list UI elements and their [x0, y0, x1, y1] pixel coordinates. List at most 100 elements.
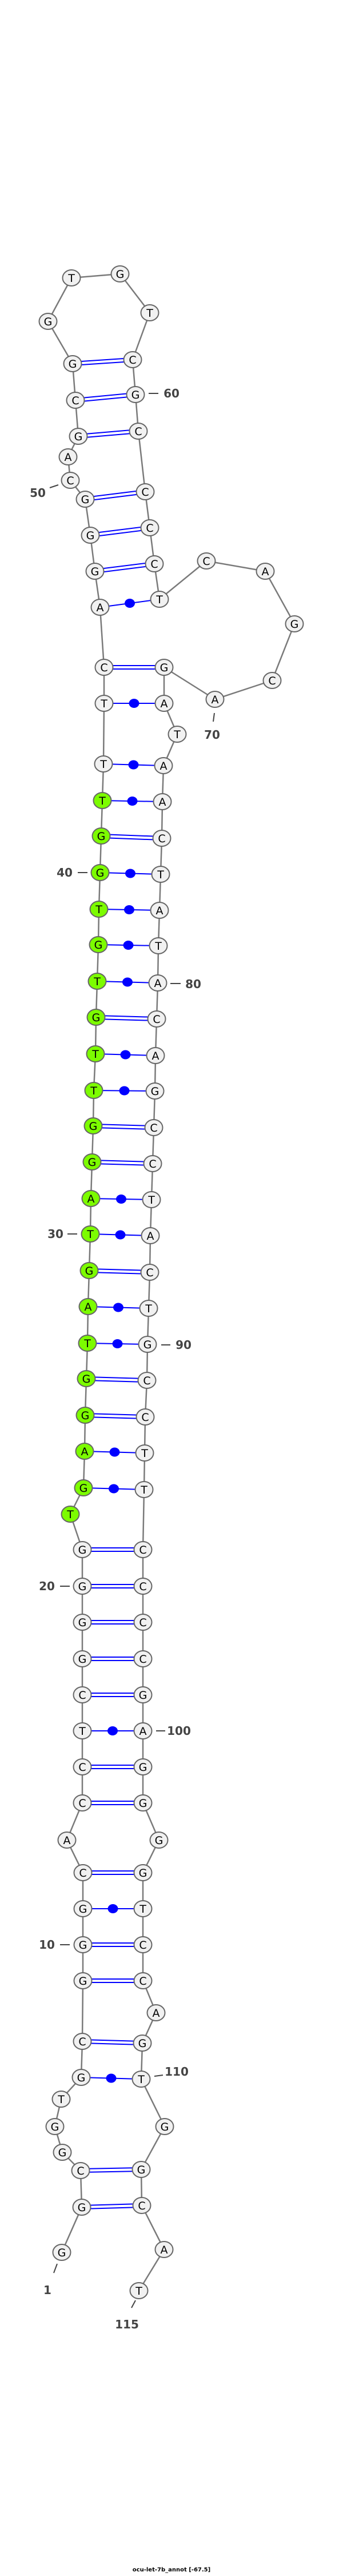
nucleotide-base-letter: C: [139, 1617, 146, 1629]
pair-bond-line: [82, 2042, 142, 2045]
nucleotide-29: G: [79, 1262, 99, 1279]
nucleotide-9: G: [73, 1972, 93, 1989]
nucleotide-circle: [145, 1082, 165, 1100]
canonical-gc-pair: [82, 1765, 143, 1769]
nucleotide-circle: [133, 1614, 153, 1631]
position-number: 1: [43, 2283, 51, 2297]
nucleotide-circle: [73, 1614, 92, 1631]
nucleotide-17: C: [73, 1686, 92, 1703]
nucleotide-base-letter: G: [290, 618, 299, 631]
nucleotide-base-letter: G: [160, 662, 169, 674]
nucleotide-15: C: [73, 1758, 92, 1775]
nucleotide-86: T: [142, 1191, 161, 1208]
position-number: 100: [167, 1724, 191, 1738]
non-gc-pair: [87, 1339, 148, 1348]
canonical-gc-pair: [95, 1015, 157, 1021]
nucleotide-base-letter: G: [161, 2121, 169, 2133]
nucleotide-base-letter: C: [78, 2036, 86, 2048]
nucleotide-91: C: [137, 1372, 157, 1389]
canonical-gc-pair: [85, 1413, 146, 1419]
nucleotide-base-letter: A: [161, 698, 168, 710]
nucleotide-circle: [45, 2118, 65, 2135]
nucleotide-circle: [155, 2118, 174, 2135]
nucleotide-44: T: [94, 695, 114, 712]
nucleotide-31: A: [81, 1190, 101, 1207]
nucleotide-circle: [74, 1479, 93, 1496]
nucleotide-base-letter: A: [81, 1446, 89, 1458]
nucleotide-base-letter: C: [146, 522, 153, 535]
nucleotide-67: A: [256, 563, 275, 580]
nucleotide-circle: [52, 2244, 71, 2261]
nucleotide-base-letter: A: [85, 1301, 92, 1313]
nucleotide-circle: [146, 1047, 165, 1064]
pair-bond-line: [101, 834, 162, 838]
nucleotide-100: A: [133, 1722, 153, 1739]
canonical-gc-pair: [101, 834, 162, 841]
nucleotide-base-letter: A: [160, 760, 167, 773]
nucleotide-base-letter: G: [79, 1975, 87, 1988]
nucleotide-circle: [133, 1794, 153, 1811]
non-gc-pair: [103, 760, 164, 770]
position-label-90: 90: [161, 1338, 192, 1352]
nucleotide-circle: [61, 1506, 80, 1523]
nucleotide-97: C: [133, 1614, 153, 1631]
nucleotide-circle: [140, 304, 159, 321]
nucleotide-circle: [131, 2161, 151, 2178]
nucleotide-16: T: [73, 1722, 92, 1739]
backbone-link: [140, 2079, 166, 2127]
position-number: 50: [30, 486, 46, 500]
pair-dot-marker: [109, 1484, 119, 1494]
non-gc-pair: [82, 1726, 143, 1735]
nucleotide-base-letter: A: [97, 602, 104, 614]
nucleotide-circle: [133, 2034, 152, 2052]
nucleotide-106: C: [133, 1936, 153, 1953]
nucleotide-base-letter: G: [81, 493, 90, 506]
nucleotide-4: G: [53, 2144, 72, 2161]
nucleotide-circle: [73, 1936, 93, 1953]
nucleotide-93: T: [135, 1444, 154, 1462]
nucleotide-base-letter: G: [94, 939, 103, 951]
pair-bond-line: [91, 1162, 153, 1166]
position-number: 115: [115, 2318, 139, 2331]
nucleotide-base-letter: C: [129, 354, 136, 367]
nucleotide-78: A: [150, 902, 169, 919]
pair-bond-line: [72, 357, 133, 363]
backbone-link: [163, 666, 216, 700]
pair-bond-line: [85, 1416, 145, 1419]
non-gc-pair: [84, 1447, 145, 1457]
nucleotide-30: T: [81, 1225, 100, 1243]
position-number: 20: [39, 1579, 55, 1593]
nucleotide-base-letter: A: [63, 1834, 71, 1847]
non-gc-pair: [102, 797, 163, 806]
nucleotide-circle: [62, 269, 81, 286]
nucleotide-42: T: [93, 792, 112, 809]
pair-bond-line: [78, 429, 138, 436]
backbone-link: [214, 679, 273, 700]
nucleotide-circle: [81, 1190, 101, 1207]
canonical-gc-pair: [83, 1870, 143, 1875]
nucleotide-base-letter: C: [150, 1122, 157, 1134]
nucleotide-65: T: [150, 591, 169, 608]
nucleotide-77: T: [151, 866, 170, 883]
nucleotide-base-letter: G: [78, 1617, 87, 1629]
nucleotide-base-letter: G: [143, 1339, 152, 1351]
nucleotide-circle: [167, 726, 187, 743]
nucleotide-85: C: [143, 1155, 162, 1172]
pair-dot-marker: [107, 1904, 118, 1913]
canonical-gc-pair: [82, 1620, 143, 1625]
nucleotide-circle: [256, 563, 275, 580]
non-gc-pair: [87, 1303, 149, 1312]
nucleotide-64: C: [145, 555, 164, 572]
nucleotide-circle: [138, 1336, 157, 1353]
nucleotide-base-letter: A: [65, 451, 72, 464]
nucleotide-61: C: [129, 423, 148, 440]
nucleotide-circle: [58, 448, 78, 465]
nucleotide-circle: [73, 1722, 92, 1739]
canonical-gc-pair: [83, 1942, 143, 1947]
nucleotide-base-letter: G: [151, 1085, 159, 1098]
nucleotide-circle: [205, 691, 225, 708]
nucleotide-circle: [73, 1900, 93, 1917]
nucleotide-81: C: [147, 1010, 166, 1028]
canonical-gc-pair: [82, 1657, 143, 1661]
pair-bond-line: [75, 392, 135, 400]
